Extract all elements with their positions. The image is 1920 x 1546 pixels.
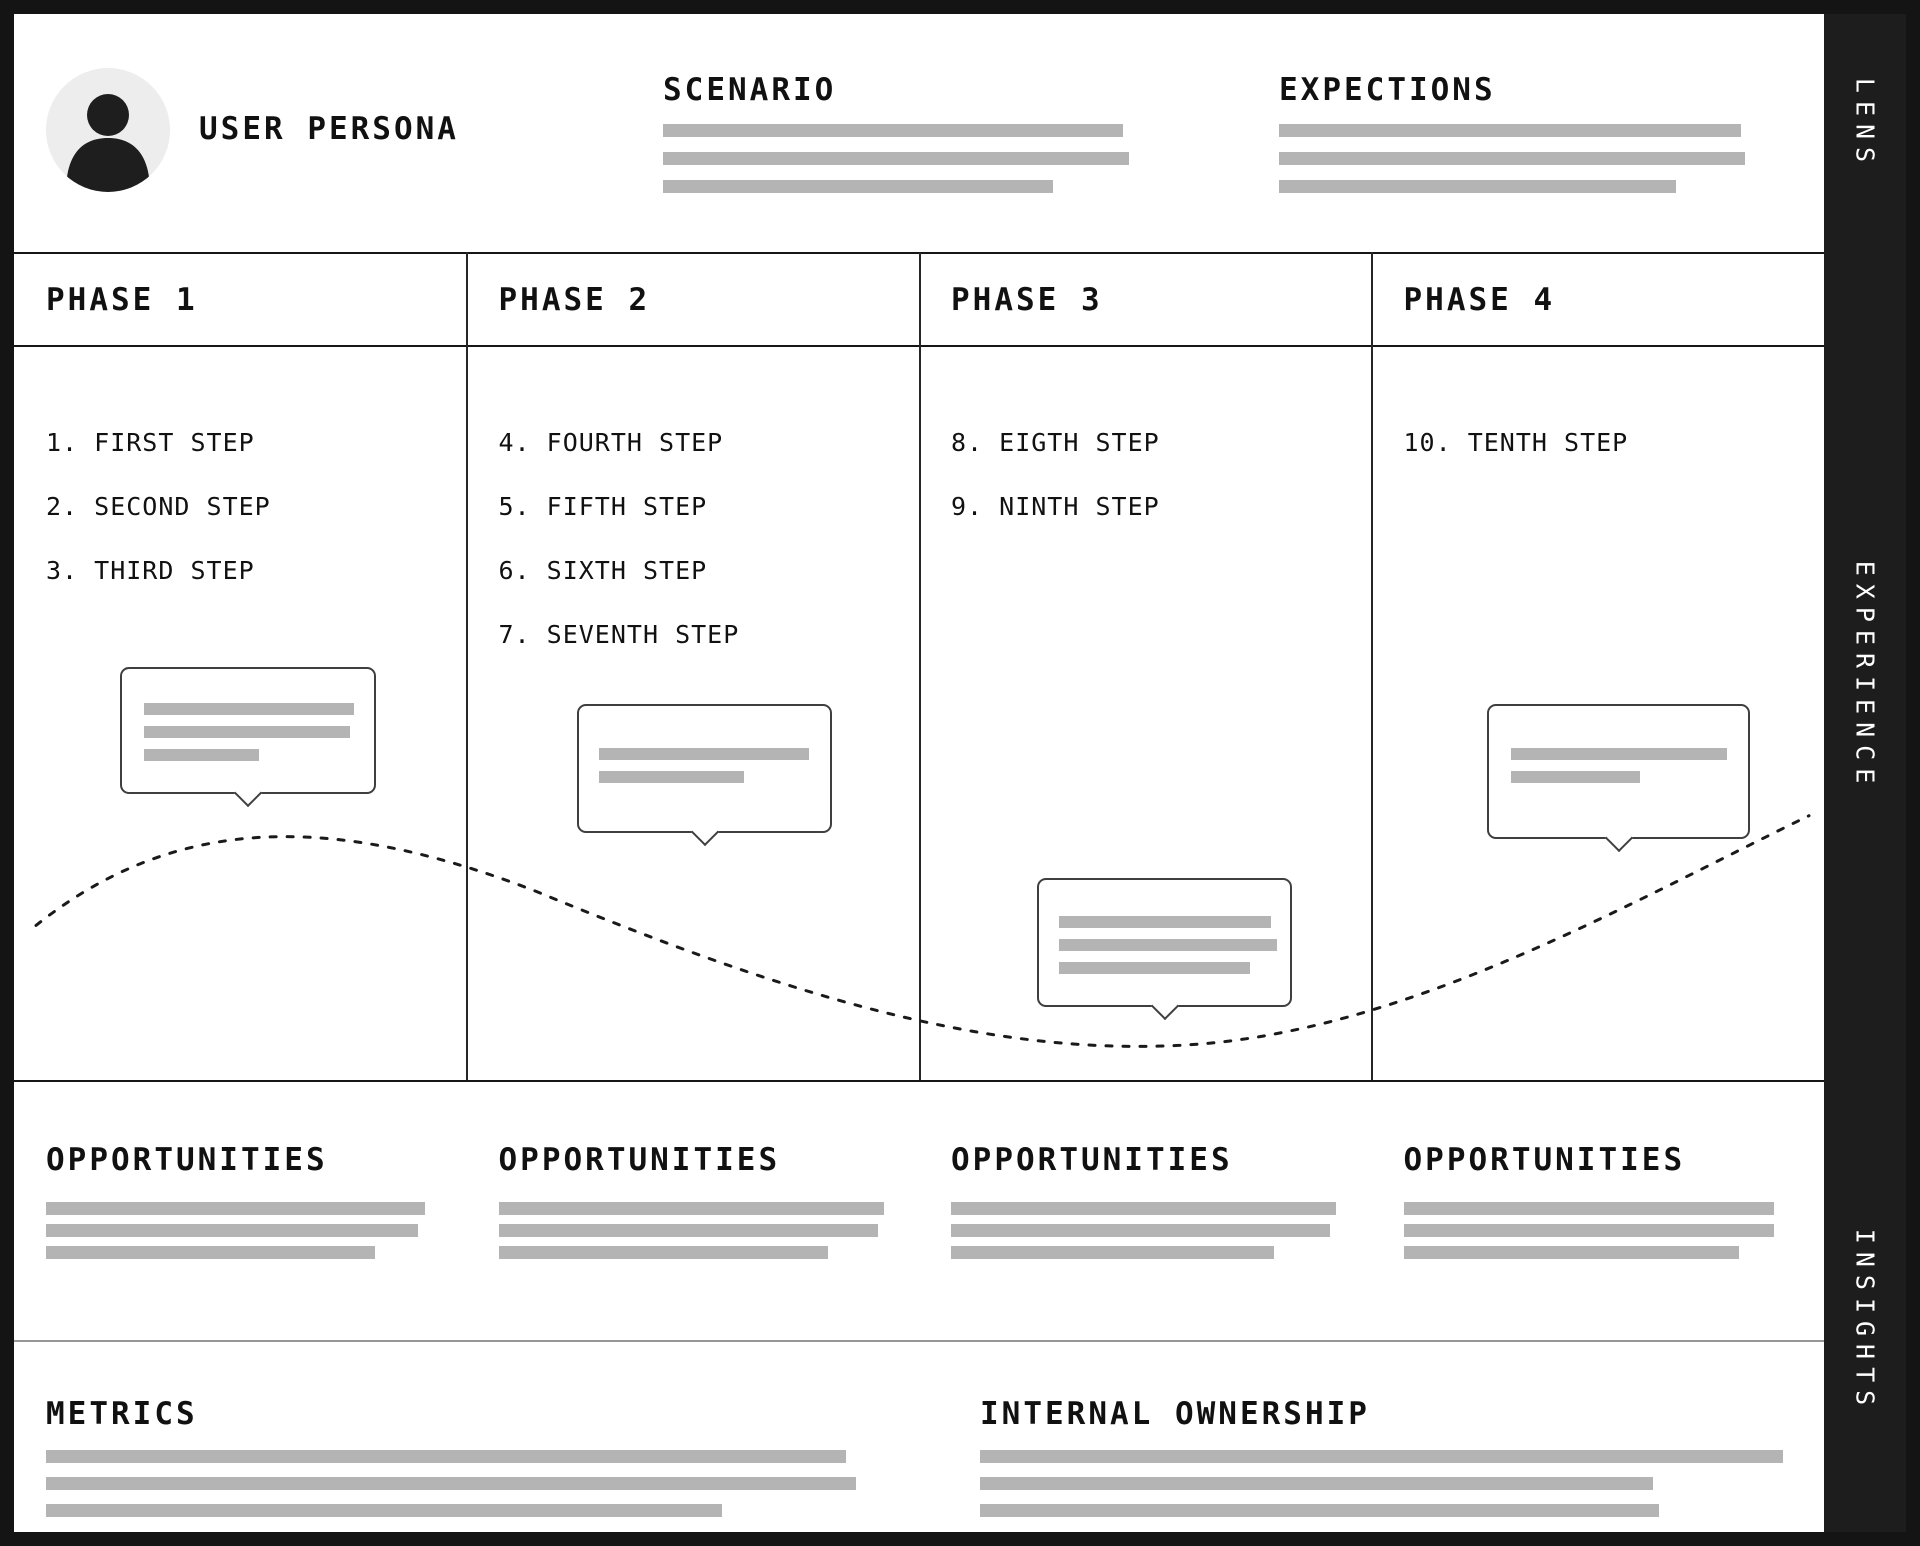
phase-2-steps: 4. FOURTH STEP 5. FIFTH STEP 6. SIXTH ST… — [467, 347, 920, 1080]
placeholder-bar — [1511, 748, 1727, 760]
phase-2-title: PHASE 2 — [498, 281, 651, 318]
step-item: 3. THIRD STEP — [46, 556, 255, 585]
journey-map-content: USER PERSONA SCENARIO EXPECTIONS PHASE 1… — [14, 14, 1824, 1532]
emotion-curve — [34, 814, 1811, 1048]
opportunities-title: OPPORTUNITIES — [1403, 1142, 1686, 1178]
placeholder-bar — [1403, 1224, 1774, 1237]
placeholder-bar — [663, 152, 1129, 165]
ownership-title: INTERNAL OWNERSHIP — [980, 1396, 1370, 1432]
phase-header-row: PHASE 1 PHASE 2 PHASE 3 PHASE 4 — [14, 252, 1824, 345]
placeholder-bar — [951, 1224, 1330, 1237]
metrics-block: METRICS — [46, 1396, 856, 1531]
step-item: 4. FOURTH STEP — [498, 428, 724, 457]
placeholder-bar — [1403, 1202, 1774, 1215]
opportunities-block-1: OPPORTUNITIES — [14, 1082, 467, 1340]
placeholder-bar — [980, 1504, 1659, 1517]
ownership-block: INTERNAL OWNERSHIP — [980, 1396, 1783, 1531]
side-rail: LENS EXPERIENCE INSIGHTS — [1824, 14, 1906, 1532]
placeholder-bar — [46, 1224, 418, 1237]
placeholder-bar — [46, 1202, 425, 1215]
opportunities-row: OPPORTUNITIES OPPORTUNITIES OPPORTUNITIE… — [14, 1080, 1824, 1340]
phase-4-steps: 10. TENTH STEP — [1372, 347, 1825, 1080]
placeholder-bar — [599, 748, 809, 760]
step-item: 7. SEVENTH STEP — [498, 620, 740, 649]
opportunities-title: OPPORTUNITIES — [951, 1142, 1233, 1178]
scenario-title: SCENARIO — [663, 72, 837, 108]
bottom-row: METRICS INTERNAL OWNERSHIP — [14, 1340, 1824, 1532]
placeholder-bar — [1279, 152, 1745, 165]
rail-label-lens: LENS — [1850, 77, 1880, 171]
placeholder-bar — [980, 1477, 1653, 1490]
person-icon — [66, 94, 150, 192]
placeholder-bar — [951, 1246, 1274, 1259]
opportunities-title: OPPORTUNITIES — [498, 1142, 781, 1178]
placeholder-bar — [599, 771, 744, 783]
note-bubble — [577, 704, 832, 833]
placeholder-bar — [1279, 180, 1676, 193]
opportunities-title: OPPORTUNITIES — [46, 1142, 328, 1178]
placeholder-bar — [1059, 962, 1250, 974]
persona-label: USER PERSONA — [199, 111, 459, 147]
note-bubble — [1037, 878, 1292, 1007]
step-item: 10. TENTH STEP — [1403, 428, 1629, 457]
step-item: 1. FIRST STEP — [46, 428, 255, 457]
scenario-block: SCENARIO — [663, 72, 1129, 208]
placeholder-bar — [46, 1504, 722, 1517]
phase-4-title: PHASE 4 — [1403, 281, 1556, 318]
metrics-title: METRICS — [46, 1396, 198, 1432]
phase-1-title: PHASE 1 — [46, 281, 198, 318]
opportunities-block-2: OPPORTUNITIES — [467, 1082, 920, 1340]
placeholder-bar — [46, 1450, 846, 1463]
placeholder-bar — [663, 180, 1053, 193]
placeholder-bar — [663, 124, 1123, 137]
placeholder-bar — [1059, 939, 1277, 951]
placeholder-bar — [144, 726, 350, 738]
placeholder-bar — [144, 703, 354, 715]
rail-label-insights: INSIGHTS — [1850, 1228, 1880, 1414]
placeholder-bar — [498, 1202, 884, 1215]
step-item: 5. FIFTH STEP — [498, 492, 708, 521]
placeholder-bar — [951, 1202, 1336, 1215]
placeholder-bar — [980, 1450, 1783, 1463]
journey-area: 1. FIRST STEP 2. SECOND STEP 3. THIRD ST… — [14, 345, 1824, 1080]
placeholder-bar — [1403, 1246, 1739, 1259]
note-bubble — [1487, 704, 1750, 839]
step-item: 2. SECOND STEP — [46, 492, 271, 521]
placeholder-bar — [1279, 124, 1741, 137]
avatar — [46, 68, 170, 192]
placeholder-bar — [498, 1246, 828, 1259]
steps-grid: 1. FIRST STEP 2. SECOND STEP 3. THIRD ST… — [14, 347, 1824, 1080]
placeholder-bar — [1511, 771, 1640, 783]
persona-section: USER PERSONA SCENARIO EXPECTIONS — [14, 14, 1824, 252]
expectations-block: EXPECTIONS — [1279, 72, 1745, 208]
opportunities-block-4: OPPORTUNITIES — [1372, 1082, 1825, 1340]
step-item: 9. NINTH STEP — [951, 492, 1160, 521]
phase-1-steps: 1. FIRST STEP 2. SECOND STEP 3. THIRD ST… — [14, 347, 467, 1080]
placeholder-bar — [1059, 916, 1271, 928]
placeholder-bar — [144, 749, 259, 761]
placeholder-bar — [46, 1477, 856, 1490]
step-item: 6. SIXTH STEP — [498, 556, 708, 585]
placeholder-bar — [46, 1246, 375, 1259]
note-bubble — [120, 667, 376, 794]
rail-label-experience: EXPERIENCE — [1850, 560, 1880, 792]
phase-3-steps: 8. EIGTH STEP 9. NINTH STEP — [919, 347, 1372, 1080]
expectations-title: EXPECTIONS — [1279, 72, 1496, 108]
step-item: 8. EIGTH STEP — [951, 428, 1160, 457]
phase-3-title: PHASE 3 — [951, 281, 1103, 318]
placeholder-bar — [498, 1224, 878, 1237]
opportunities-block-3: OPPORTUNITIES — [919, 1082, 1372, 1340]
